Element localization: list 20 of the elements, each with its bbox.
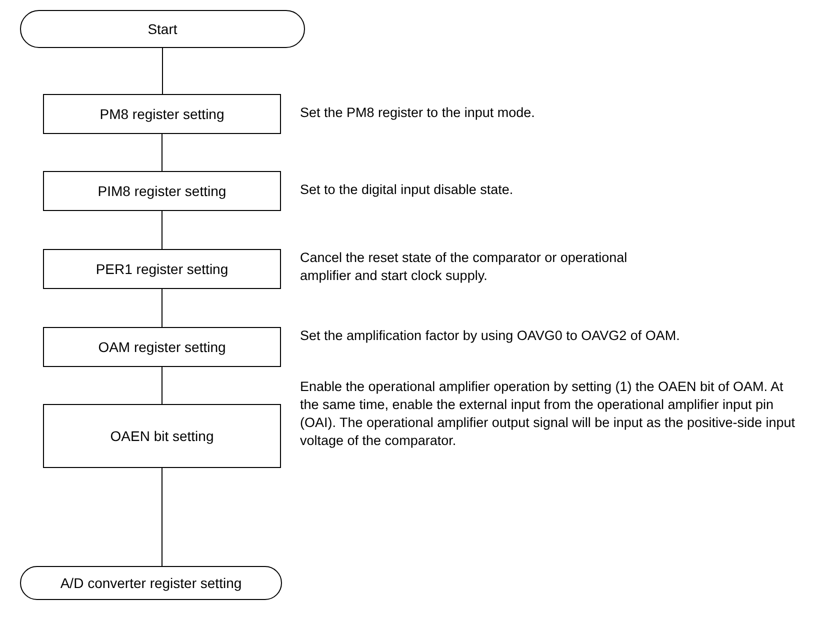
node-label: PIM8 register setting (98, 183, 226, 199)
terminal-shape (20, 566, 282, 600)
connector-line (162, 48, 163, 94)
node-label: OAEN bit setting (110, 428, 214, 444)
process-box (43, 249, 281, 289)
node-label: A/D converter register setting (60, 575, 242, 591)
step-description: Set to the digital input disable state. (300, 181, 514, 199)
node-label: Start (148, 21, 178, 37)
terminal-shape (20, 10, 305, 48)
process-box (43, 327, 281, 367)
step-description: Cancel the reset state of the comparator or operational amplifier and start clock supply. (300, 249, 628, 285)
step-description: Enable the operational amplifier operation by setting (1) the OAEN bit of OAM. At the same time, enable the external input from the operational amplifier input pin (OAI). The operational amplifier output signal will be input as the positive-side input voltage of the comparator. (300, 378, 796, 450)
process-box (43, 94, 281, 134)
process-box (43, 404, 281, 468)
step-description: Set the PM8 register to the input mode. (300, 104, 536, 122)
node-label: PER1 register setting (96, 261, 228, 277)
node-label: PM8 register setting (100, 106, 224, 122)
node-label: OAM register setting (98, 339, 226, 355)
step-description: Set the amplification factor by using OAVG0 to OAVG2 of OAM. (300, 327, 681, 345)
process-box (43, 171, 281, 211)
